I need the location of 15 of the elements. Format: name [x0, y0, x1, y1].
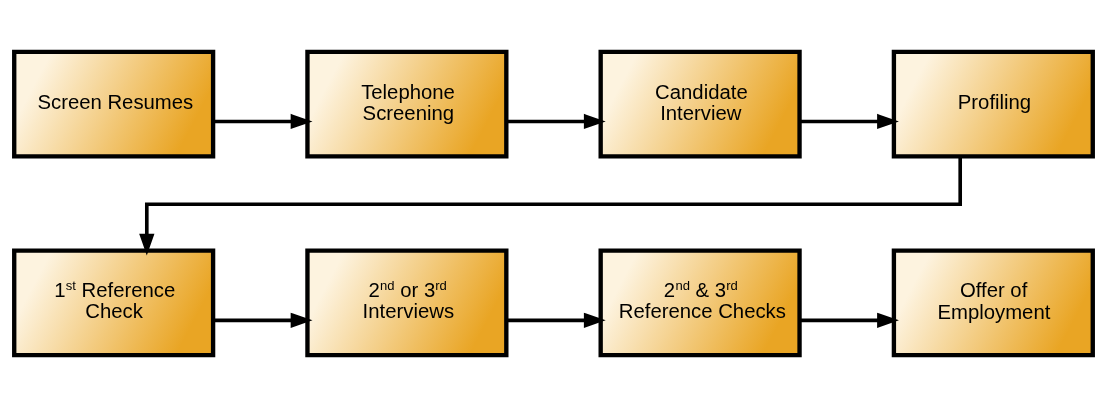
- arrow: [213, 113, 313, 129]
- node-box: Profiling: [891, 49, 1095, 158]
- node-box: Offer of Employment: [891, 248, 1095, 357]
- node-box: Screen Resumes: [12, 49, 216, 158]
- node-box: Candidate Interview: [598, 49, 802, 158]
- arrow: [506, 312, 606, 328]
- arrow: [799, 312, 899, 328]
- node-box: Telephone Screening: [305, 49, 509, 158]
- arrow: [506, 113, 606, 129]
- arrow: [213, 312, 313, 328]
- node-box: 2$^{nd}$ or 3$^{rd}$ Interviews: [305, 248, 509, 357]
- arrow: [799, 113, 899, 129]
- arrow: [139, 156, 962, 256]
- node-box: 1$^{st}$ Reference Check: [12, 248, 216, 357]
- node-box: 2$^{nd}$ & 3$^{rd}$ Reference Checks: [598, 248, 802, 357]
